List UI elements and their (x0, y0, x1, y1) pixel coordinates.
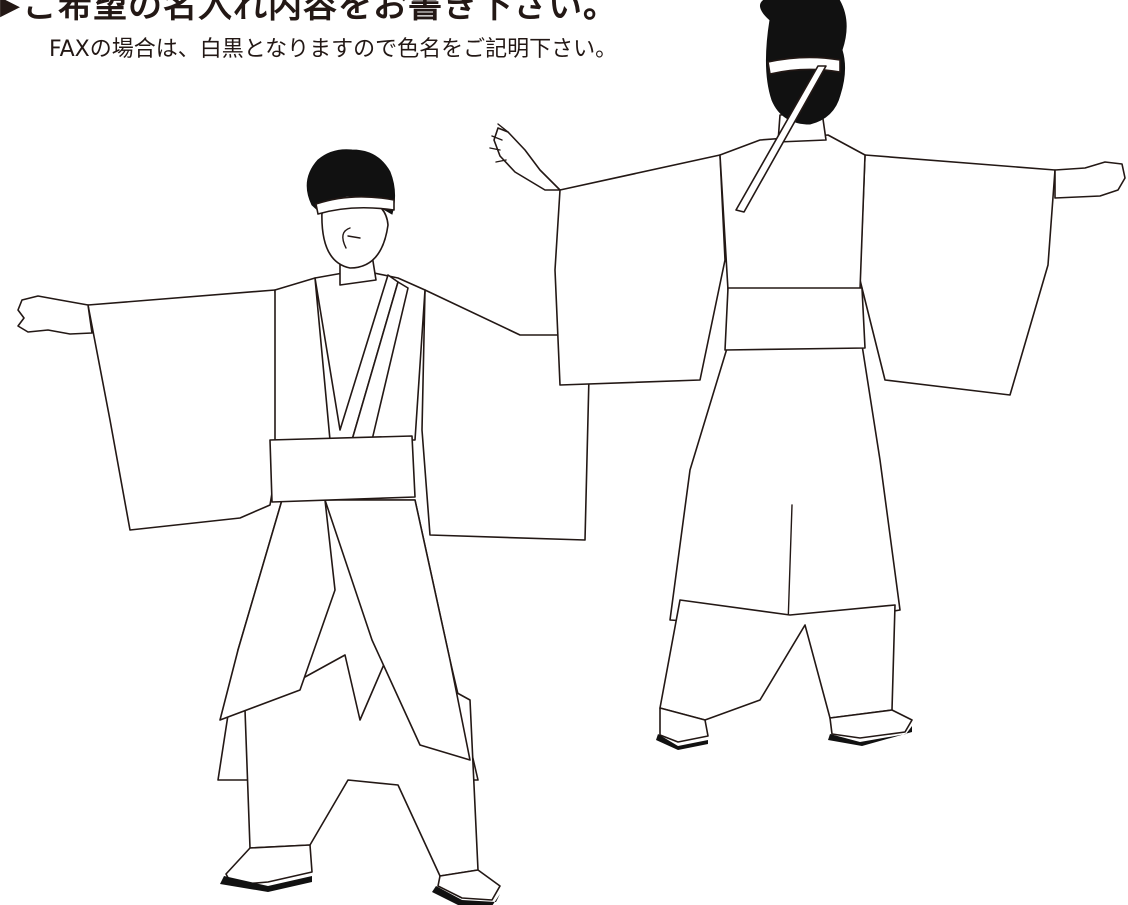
fax-note: FAXの場合は、白黒となりますので色名をご記明下さい。 (49, 37, 618, 62)
front-right-sleeve (421, 289, 591, 541)
back-right-hand (1054, 161, 1126, 199)
back-left-sleeve (554, 154, 726, 386)
front-left-foot (225, 844, 313, 886)
triangle-marker-icon: ▶ (0, 0, 21, 21)
back-right-sleeve (859, 154, 1056, 396)
back-headband (767, 56, 841, 75)
back-obi (724, 287, 866, 351)
front-left-hand (17, 295, 93, 335)
front-obi (269, 435, 416, 503)
costume-back-view (489, 0, 1126, 750)
heading-text: ご希望の名入れ内容をお書き下さい。 (23, 0, 618, 26)
front-right-foot (437, 869, 501, 901)
back-left-hand (493, 127, 561, 191)
front-flap (324, 499, 471, 761)
front-headband (315, 196, 395, 215)
back-coat (669, 344, 901, 629)
back-torso (719, 134, 866, 291)
back-right-foot (829, 709, 913, 739)
page-heading: ▶ご希望の名入れ内容をお書き下さい。 (0, 0, 618, 26)
back-coat-slit (787, 504, 793, 626)
costume-front-view (17, 149, 671, 905)
back-trousers (659, 599, 896, 721)
back-headband-tail (735, 65, 827, 213)
back-left-foot (659, 707, 709, 743)
front-left-sleeve (87, 289, 286, 531)
